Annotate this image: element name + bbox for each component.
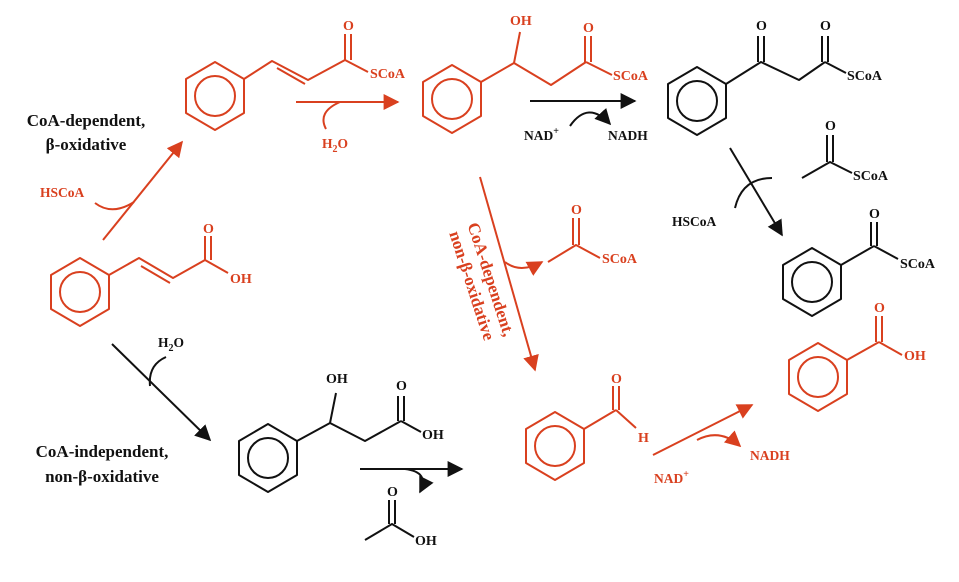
- acetic-o: O: [387, 485, 398, 500]
- hscoa-black: HSCoA: [672, 214, 717, 229]
- h2o-black: H2O: [158, 335, 184, 354]
- acetic-acid: [364, 500, 415, 541]
- route-beta-oxidative-line2: β-oxidative: [46, 135, 127, 154]
- benzaldehyde-h: H: [638, 431, 649, 446]
- benzaldehyde-o: O: [611, 372, 622, 387]
- hydroxy-phenylpropionic-acid: [238, 392, 422, 493]
- acetyl-red-scoa: SCoA: [602, 252, 638, 267]
- route-independent-line2: non-β-oxidative: [45, 467, 159, 486]
- hppa-oh: OH: [422, 428, 444, 443]
- hscoa-red: HSCoA: [40, 185, 85, 200]
- benzoylacetyl-scoa: SCoA: [847, 69, 883, 84]
- cinnamic-oh: OH: [230, 272, 252, 287]
- benzoic-o: O: [874, 301, 885, 316]
- benzoyl-o: O: [869, 207, 880, 222]
- hppa-o: O: [396, 379, 407, 394]
- cinnamoyl-o: O: [343, 19, 354, 34]
- hpp-coa-scoa: SCoA: [613, 69, 649, 84]
- benzoyl-coa: [782, 222, 899, 317]
- acetyl-coa-black: [801, 135, 853, 179]
- benzoylacetyl-o1: O: [756, 19, 767, 34]
- hppa-oh-top: OH: [326, 372, 348, 387]
- cinnamic-acid: [50, 236, 229, 327]
- acetyl-red-o: O: [571, 203, 582, 218]
- benzoyl-scoa: SCoA: [900, 257, 936, 272]
- cinnamoyl-coa: [185, 34, 369, 131]
- cinnamoyl-scoa: SCoA: [370, 67, 406, 82]
- nad-black: NAD+: [524, 126, 559, 143]
- nadh-black: NADH: [608, 128, 648, 143]
- h2o-red: H2O: [322, 136, 348, 155]
- hpp-coa-o: O: [583, 21, 594, 36]
- benzoylacetyl-o2: O: [820, 19, 831, 34]
- cinnamic-o: O: [203, 222, 214, 237]
- benzoylacetyl-coa: [667, 36, 847, 136]
- benzoic-oh: OH: [904, 349, 926, 364]
- acetyl-black-scoa: SCoA: [853, 169, 889, 184]
- route-beta-oxidative-line1: CoA-dependent,: [27, 111, 146, 130]
- acetyl-black-o: O: [825, 119, 836, 134]
- route-independent-line1: CoA-independent,: [36, 442, 169, 461]
- nadh-red: NADH: [750, 448, 790, 463]
- nad-red: NAD+: [654, 469, 689, 486]
- benzoic-acid: [788, 316, 903, 412]
- acetyl-coa-red: [547, 218, 601, 263]
- benzaldehyde: [525, 386, 637, 481]
- black-arrows: [111, 93, 783, 494]
- hydroxy-phenylpropionyl-coa: [422, 31, 613, 134]
- acetic-oh: OH: [415, 534, 437, 549]
- hpp-coa-oh: OH: [510, 14, 532, 29]
- red-arrows: [94, 94, 754, 456]
